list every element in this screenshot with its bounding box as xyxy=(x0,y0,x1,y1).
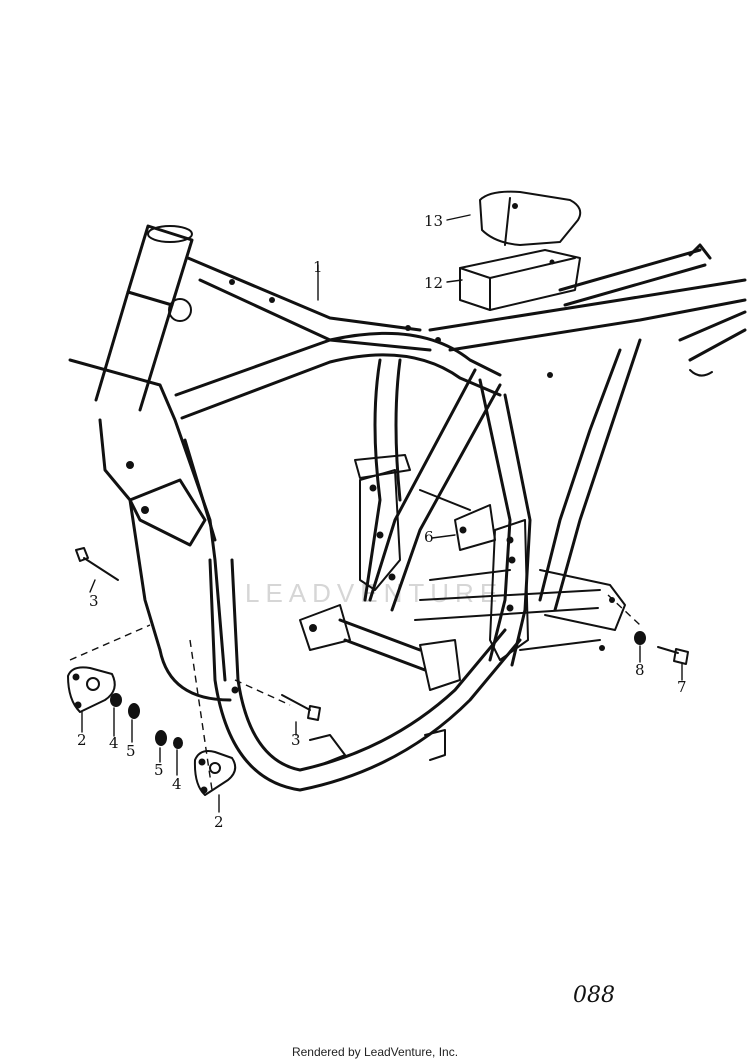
tray-part xyxy=(459,249,581,311)
callout-labels: 1 12 13 12 3 3 2 4 5 5 4 2 6 8 7 xyxy=(77,212,687,831)
plate-right xyxy=(193,750,237,796)
callout-washer-right: 4 xyxy=(172,775,182,793)
motorcycle-frame xyxy=(68,224,747,792)
callout-plate-left: 2 xyxy=(77,731,87,749)
callout-nut-left: 5 xyxy=(126,742,136,760)
callout-13: 13 xyxy=(424,212,443,230)
callout-bolt-center: 3 xyxy=(291,731,301,749)
callout-frame: 1 xyxy=(313,258,323,276)
leader-lines xyxy=(81,214,683,813)
callout-12: 12 xyxy=(424,274,443,292)
cover-part xyxy=(479,190,582,246)
callout-nut-rear: 8 xyxy=(635,661,645,679)
callout-bushing: 6 xyxy=(424,528,434,546)
callout-nut-right: 5 xyxy=(154,761,164,779)
plate-left xyxy=(67,666,116,713)
bolt-left xyxy=(75,547,119,581)
hardware-parts xyxy=(67,547,689,796)
callout-bolt-rear: 7 xyxy=(677,678,687,696)
bolt-rear xyxy=(657,646,689,665)
callout-plate-right: 2 xyxy=(214,813,224,831)
bolt-center xyxy=(281,694,321,721)
rendered-by-footer: Rendered by LeadVenture, Inc. xyxy=(291,1045,459,1059)
callout-bolt-left: 3 xyxy=(89,592,99,610)
callout-washer-left: 4 xyxy=(109,734,119,752)
drawing-code: 088 xyxy=(573,983,615,1008)
